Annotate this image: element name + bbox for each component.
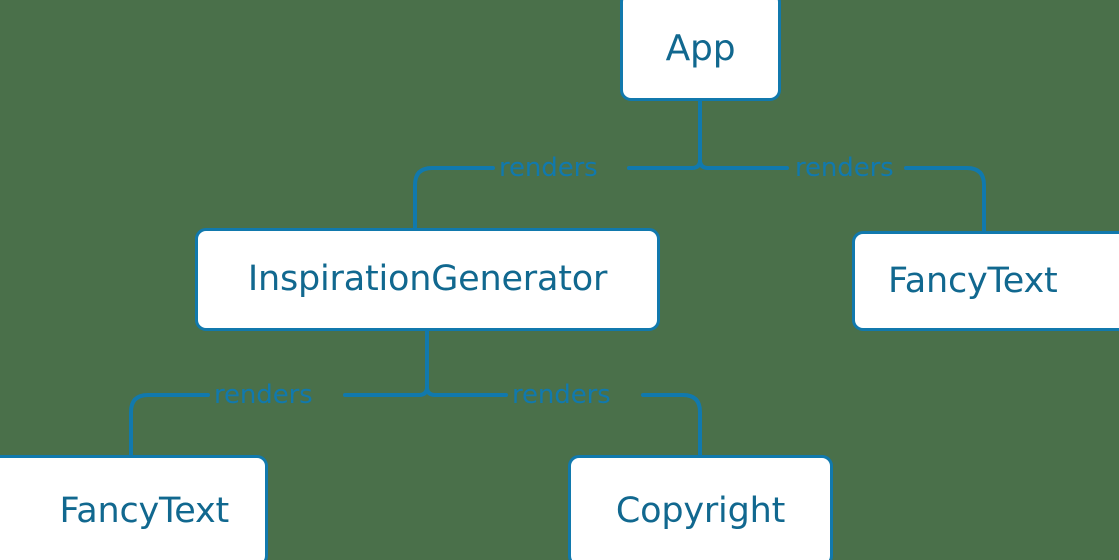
node-inspiration-generator[interactable]: InspirationGenerator [195, 228, 660, 331]
edge-label-inspiration-generator-to-fancytext-bottom: renders [214, 380, 313, 410]
edge-app-to-fancytext-right [904, 166, 986, 233]
node-inspiration-generator-label: InspirationGenerator [247, 259, 608, 299]
node-app[interactable]: App [620, 0, 781, 101]
edge-app-to-inspirationgenerator-right [413, 166, 495, 230]
edge-inspirationgenerator-to-fancytext-right [129, 393, 210, 457]
node-fancytext-right[interactable]: FancyText [852, 231, 1119, 331]
edge-label-app-to-inspiration-generator: renders [499, 153, 598, 183]
edge-app-to-fancytext-left [698, 158, 789, 170]
node-copyright[interactable]: Copyright [568, 455, 833, 560]
node-app-label: App [665, 28, 736, 69]
node-fancytext-bottom[interactable]: FancyText [0, 455, 268, 560]
edge-inspirationgenerator-to-copyright-right [641, 393, 702, 457]
edge-app-stem [690, 99, 702, 170]
edge-inspirationgenerator-to-copyright-left [425, 385, 508, 397]
node-fancytext-right-label: FancyText [888, 260, 1058, 301]
node-copyright-label: Copyright [615, 490, 786, 531]
node-fancytext-bottom-label: FancyText [59, 490, 230, 531]
edge-inspirationgenerator-stem [417, 329, 429, 397]
edge-label-inspiration-generator-to-copyright: renders [512, 380, 611, 410]
edge-label-app-to-fancytext-right: renders [795, 153, 894, 183]
